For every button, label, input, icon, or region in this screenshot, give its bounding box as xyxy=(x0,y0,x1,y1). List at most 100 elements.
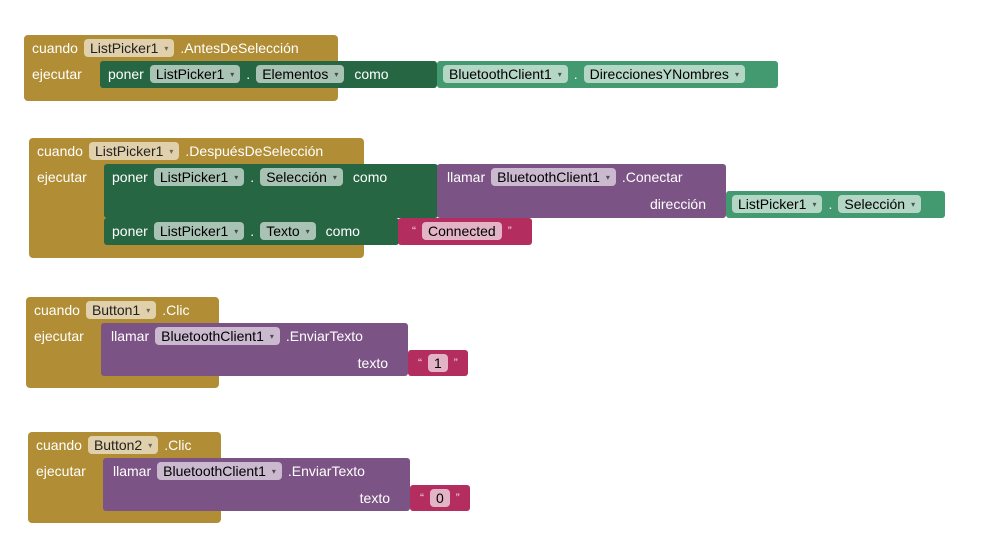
property-name: DireccionesYNombres xyxy=(589,66,729,82)
chevron-down-icon: ▾ xyxy=(605,172,610,182)
component-name: BluetoothClient1 xyxy=(449,66,552,82)
component-dropdown[interactable]: ListPicker1 ▾ xyxy=(153,168,245,186)
chevron-down-icon: ▾ xyxy=(148,440,153,450)
text-param-label: texto xyxy=(359,490,390,506)
dot: . xyxy=(250,169,255,185)
when-label: cuando xyxy=(37,143,83,159)
event-name: .DespuésDeSelección xyxy=(185,143,324,159)
do-label: ejecutar xyxy=(34,328,84,344)
component-dropdown[interactable]: BluetoothClient1 ▾ xyxy=(491,168,616,186)
close-quote: ” xyxy=(455,491,460,505)
component-dropdown[interactable]: Button2 ▾ xyxy=(87,436,159,454)
component-name: Button2 xyxy=(93,437,143,453)
chevron-down-icon: ▾ xyxy=(332,172,337,182)
chevron-down-icon: ▾ xyxy=(230,69,235,79)
event-name: .Clic xyxy=(162,302,190,318)
to-label: como xyxy=(354,66,389,82)
method-name: .Conectar xyxy=(621,169,683,185)
text-block[interactable]: “ 1 ” xyxy=(408,350,468,376)
chevron-down-icon: ▾ xyxy=(271,466,276,476)
dot: . xyxy=(573,66,578,82)
getter-block[interactable]: BluetoothClient1 ▾ . DireccionesYNombres ▾ xyxy=(437,61,778,88)
when-label: cuando xyxy=(36,437,82,453)
component-name: BluetoothClient1 xyxy=(497,169,600,185)
property-dropdown[interactable]: Selección ▾ xyxy=(260,168,343,186)
component-name: ListPicker1 xyxy=(159,223,229,239)
text-field[interactable]: 1 xyxy=(428,354,448,372)
component-dropdown[interactable]: ListPicker1 ▾ xyxy=(732,195,823,213)
setter-block[interactable]: poner ListPicker1 ▾ . Texto ▾ como xyxy=(104,218,399,245)
property-name: Selección xyxy=(266,169,327,185)
chevron-down-icon: ▾ xyxy=(734,69,739,79)
call-label: llamar xyxy=(113,463,152,479)
component-dropdown[interactable]: BluetoothClient1 ▾ xyxy=(157,462,282,480)
component-name: ListPicker1 xyxy=(94,143,164,159)
text-block[interactable]: “ Connected ” xyxy=(398,218,532,245)
open-quote: “ xyxy=(418,356,422,370)
property-name: Texto xyxy=(266,223,300,239)
set-label: poner xyxy=(112,223,148,239)
address-label: dirección xyxy=(649,196,706,212)
component-dropdown[interactable]: BluetoothClient1 ▾ xyxy=(155,327,280,345)
setter-block[interactable]: poner ListPicker1 ▾ . Selección ▾ como xyxy=(104,164,438,218)
open-quote: “ xyxy=(420,491,424,505)
chevron-down-icon: ▾ xyxy=(164,43,169,53)
call-label: llamar xyxy=(447,169,486,185)
property-dropdown[interactable]: Selección ▾ xyxy=(838,195,922,213)
when-label: cuando xyxy=(34,302,80,318)
component-name: BluetoothClient1 xyxy=(163,463,266,479)
call-block-send-text[interactable]: llamar BluetoothClient1▾ .EnviarTexto te… xyxy=(103,458,410,511)
event-name: .AntesDeSelección xyxy=(180,40,299,56)
chevron-down-icon: ▾ xyxy=(234,226,239,236)
component-dropdown[interactable]: ListPicker1 ▾ xyxy=(83,39,175,57)
getter-block[interactable]: ListPicker1 ▾ . Selección ▾ xyxy=(726,191,945,218)
do-label: ejecutar xyxy=(36,463,86,479)
open-quote: “ xyxy=(412,224,416,238)
to-label: como xyxy=(352,169,388,185)
chevron-down-icon: ▾ xyxy=(234,172,239,182)
chevron-down-icon: ▾ xyxy=(911,199,916,209)
component-name: BluetoothClient1 xyxy=(161,328,264,344)
close-quote: ” xyxy=(453,356,458,370)
chevron-down-icon: ▾ xyxy=(334,69,339,79)
call-block-connect[interactable]: llamar BluetoothClient1 ▾ .Conectar direc… xyxy=(437,164,726,218)
property-dropdown[interactable]: Texto ▾ xyxy=(260,222,316,240)
component-dropdown[interactable]: ListPicker1 ▾ xyxy=(153,222,245,240)
set-label: poner xyxy=(108,66,144,82)
chevron-down-icon: ▾ xyxy=(146,305,151,315)
component-name: ListPicker1 xyxy=(159,169,229,185)
component-dropdown[interactable]: BluetoothClient1 ▾ xyxy=(443,65,568,83)
component-dropdown[interactable]: ListPicker1 ▾ xyxy=(88,142,180,160)
chevron-down-icon: ▾ xyxy=(812,199,817,209)
component-name: ListPicker1 xyxy=(155,66,225,82)
text-param-label: texto xyxy=(357,355,388,371)
property-name: Selección xyxy=(844,196,906,212)
text-field[interactable]: Connected xyxy=(422,222,502,240)
set-label: poner xyxy=(112,169,148,185)
when-label: cuando xyxy=(32,40,78,56)
property-dropdown[interactable]: DireccionesYNombres ▾ xyxy=(583,65,745,83)
event-name: .Clic xyxy=(164,437,192,453)
component-dropdown[interactable]: ListPicker1 ▾ xyxy=(149,65,241,83)
component-name: ListPicker1 xyxy=(738,196,807,212)
chevron-down-icon: ▾ xyxy=(269,331,274,341)
chevron-down-icon: ▾ xyxy=(557,69,562,79)
chevron-down-icon: ▾ xyxy=(169,146,174,156)
chevron-down-icon: ▾ xyxy=(305,226,310,236)
method-name: .EnviarTexto xyxy=(285,328,363,344)
property-name: Elementos xyxy=(262,66,329,82)
component-name: ListPicker1 xyxy=(89,40,159,56)
call-block-send-text[interactable]: llamar BluetoothClient1 ▾ .EnviarTexto te… xyxy=(101,323,408,376)
dot: . xyxy=(246,66,251,82)
text-block[interactable]: “ 0 ” xyxy=(410,485,470,511)
dot: . xyxy=(828,196,833,212)
text-field[interactable]: 0 xyxy=(430,489,450,507)
setter-block[interactable]: poner ListPicker1 ▾ . Elementos ▾ como xyxy=(100,61,437,88)
to-label: como xyxy=(325,223,360,239)
do-label: ejecutar xyxy=(32,66,82,82)
call-label: llamar xyxy=(111,328,150,344)
property-dropdown[interactable]: Elementos ▾ xyxy=(256,65,345,83)
close-quote: ” xyxy=(507,224,512,238)
component-dropdown[interactable]: Button1▾ xyxy=(85,301,157,319)
dot: . xyxy=(250,223,255,239)
